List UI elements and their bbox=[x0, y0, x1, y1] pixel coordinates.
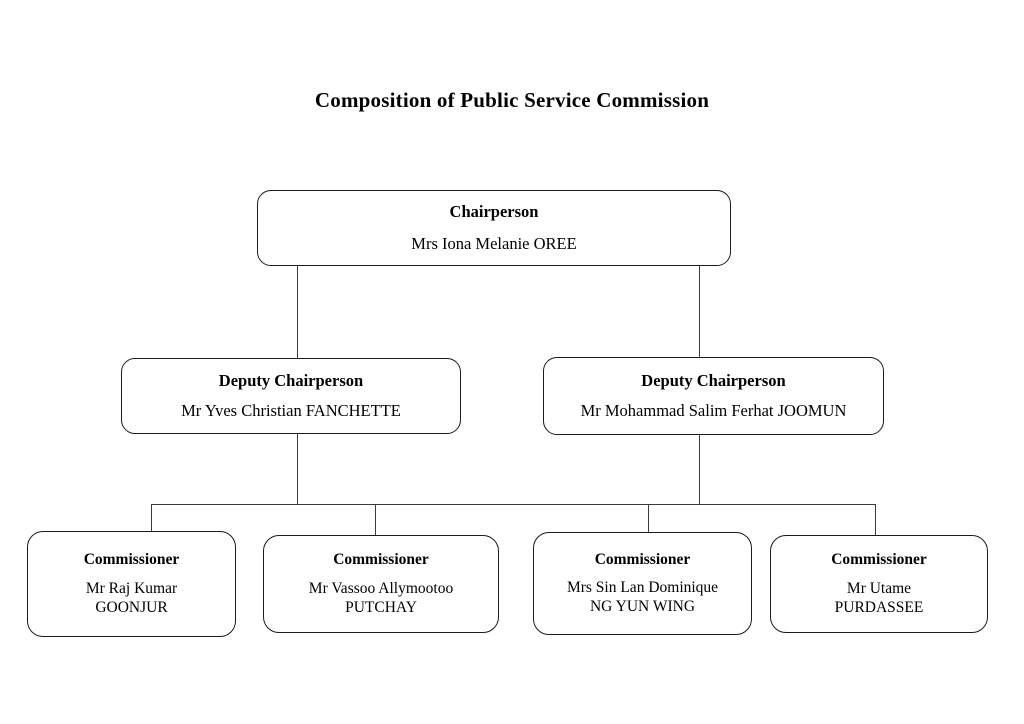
node-person-name: Mrs Sin Lan Dominique NG YUN WING bbox=[566, 579, 719, 616]
connector-chairperson-to-deputy-2 bbox=[699, 266, 700, 358]
node-person-name: Mr Mohammad Salim Ferhat JOOMUN bbox=[580, 400, 847, 420]
node-person-name: Mr Utame PURDASSEE bbox=[834, 579, 924, 616]
connector-deputy-1-to-bus bbox=[297, 434, 298, 505]
node-role-label: Deputy Chairperson bbox=[641, 371, 786, 391]
connector-bus-to-commissioner-3 bbox=[648, 504, 649, 533]
node-role-label: Commissioner bbox=[333, 551, 429, 569]
connector-commissioners-bus bbox=[151, 504, 876, 505]
page-title: Composition of Public Service Commission bbox=[314, 88, 710, 112]
node-deputy-chairperson-1: Deputy Chairperson Mr Yves Christian FAN… bbox=[121, 358, 461, 434]
node-commissioner-2: Commissioner Mr Vassoo Allymootoo PUTCHA… bbox=[263, 535, 499, 633]
node-role-label: Commissioner bbox=[594, 550, 691, 568]
node-deputy-chairperson-2: Deputy Chairperson Mr Mohammad Salim Fer… bbox=[543, 357, 884, 435]
node-role-label: Chairperson bbox=[449, 202, 539, 222]
connector-deputy-2-to-bus bbox=[699, 435, 700, 505]
node-person-name: Mr Raj Kumar GOONJUR bbox=[85, 579, 178, 616]
node-role-label: Deputy Chairperson bbox=[218, 371, 364, 391]
connector-bus-to-commissioner-1 bbox=[151, 504, 152, 532]
node-person-name: Mr Yves Christian FANCHETTE bbox=[181, 400, 401, 420]
node-role-label: Commissioner bbox=[831, 551, 927, 569]
connector-bus-to-commissioner-2 bbox=[375, 504, 376, 536]
node-person-name: Mr Vassoo Allymootoo PUTCHAY bbox=[308, 579, 454, 616]
connector-chairperson-to-deputy-1 bbox=[297, 266, 298, 359]
connector-bus-to-commissioner-4 bbox=[875, 504, 876, 536]
node-commissioner-3: Commissioner Mrs Sin Lan Dominique NG YU… bbox=[533, 532, 752, 635]
node-commissioner-4: Commissioner Mr Utame PURDASSEE bbox=[770, 535, 988, 633]
node-commissioner-1: Commissioner Mr Raj Kumar GOONJUR bbox=[27, 531, 236, 637]
node-person-name: Mrs Iona Melanie OREE bbox=[411, 233, 577, 253]
node-chairperson: Chairperson Mrs Iona Melanie OREE bbox=[257, 190, 731, 266]
node-role-label: Commissioner bbox=[83, 551, 180, 569]
